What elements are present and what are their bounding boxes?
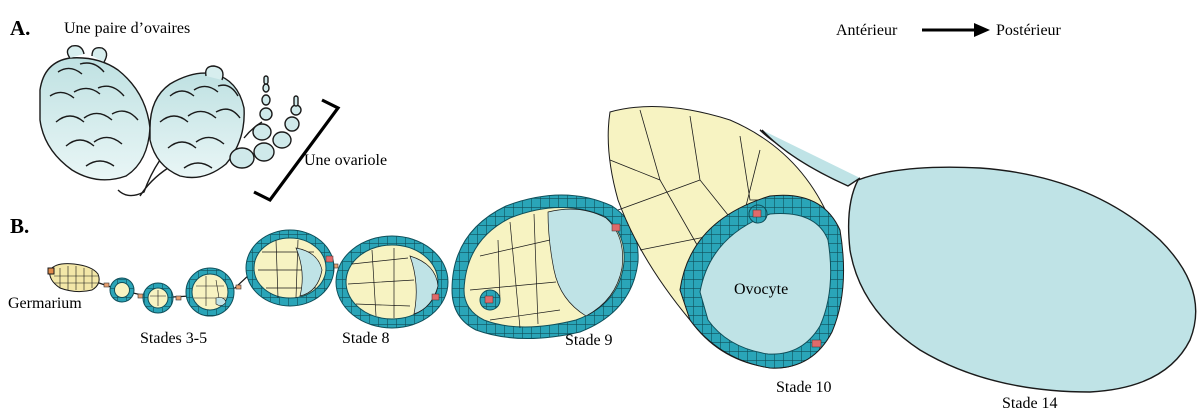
germarium-label: Germarium bbox=[8, 296, 82, 312]
posterior-label: Postérieur bbox=[996, 23, 1061, 39]
stage-8-label: Stade 8 bbox=[342, 331, 390, 347]
ovariole-label: Une ovariole bbox=[304, 153, 387, 169]
egg-chamber-stage-8 bbox=[336, 236, 448, 328]
axis-arrow-icon bbox=[922, 23, 990, 37]
germarium bbox=[48, 264, 99, 292]
panel-a-letter: A. bbox=[10, 18, 30, 39]
panel-a-title: Une paire d’ovaires bbox=[64, 21, 190, 37]
egg-chamber-stage-7 bbox=[246, 230, 334, 306]
stage-14-label: Stade 14 bbox=[1002, 396, 1058, 412]
egg-chamber-stage-9 bbox=[452, 195, 638, 339]
stage-9-label: Stade 9 bbox=[565, 333, 613, 349]
left-ovary bbox=[40, 46, 150, 180]
egg-chamber-stage-10 bbox=[608, 107, 843, 369]
ovary-pair bbox=[40, 46, 301, 196]
panel-b-letter: B. bbox=[10, 216, 29, 237]
stages-3-5-label: Stades 3-5 bbox=[140, 331, 207, 347]
early-egg-chambers bbox=[110, 268, 234, 316]
stage-10-label: Stade 10 bbox=[776, 380, 832, 396]
anterior-label: Antérieur bbox=[836, 23, 897, 39]
oocyte-label: Ovocyte bbox=[734, 282, 788, 298]
